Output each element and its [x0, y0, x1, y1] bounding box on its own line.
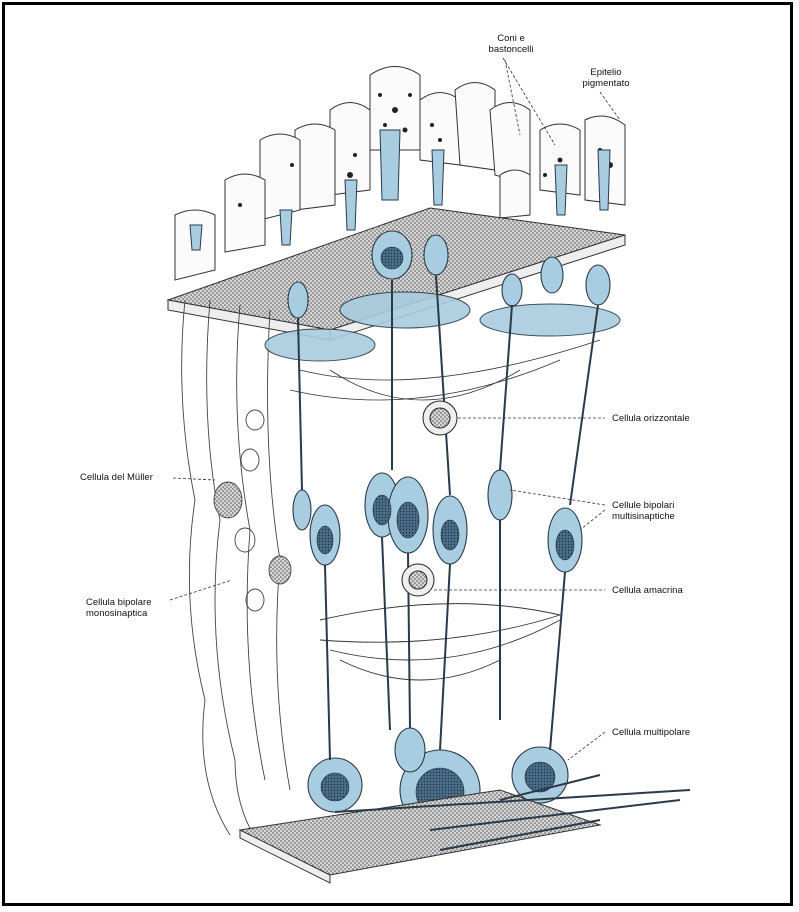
- label-cellule-bipolari: Cellule bipolari multisinaptiche: [612, 500, 675, 522]
- horizontal-cell: [423, 401, 457, 435]
- label-cellula-muller: Cellula del Müller: [80, 472, 153, 483]
- label-cellula-multipolare: Cellula multipolare: [612, 727, 690, 738]
- label-cellula-amacrina: Cellula amacrina: [612, 585, 683, 596]
- label-epitelio-pigmentato: Epitelio pigmentato: [574, 67, 638, 89]
- label-coni-bastoncelli: Coni e bastoncelli: [476, 33, 546, 55]
- muller-column: [182, 300, 291, 845]
- amacrine-cell: [402, 564, 434, 596]
- label-bipolare-monosinaptica: Cellula bipolare monosinaptica: [86, 597, 151, 619]
- label-cellula-orizzontale: Cellula orizzontale: [612, 413, 690, 424]
